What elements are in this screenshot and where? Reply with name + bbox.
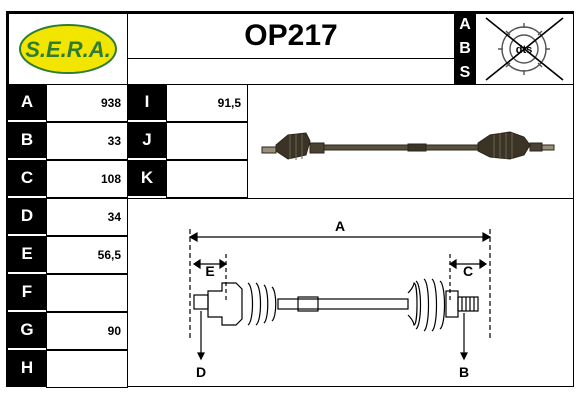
spec-label-f: F xyxy=(8,274,46,310)
spec-label-h: H xyxy=(8,350,46,386)
dim-label-c: C xyxy=(463,263,473,279)
spec-value-cell-c: 108 xyxy=(46,160,128,198)
spec-value-b: 33 xyxy=(107,134,121,148)
abs-letter-s: S xyxy=(454,61,476,85)
dimension-diagram: A E C D B xyxy=(188,218,492,380)
spec-value-cell-j xyxy=(166,122,248,160)
spec-value-d: 34 xyxy=(107,210,121,224)
spec-value-j xyxy=(167,123,247,159)
spec-label-k: K xyxy=(128,160,166,196)
spec-value-f xyxy=(47,275,127,311)
part-number-cell: OP217 xyxy=(127,13,455,59)
spec-label-a: A xyxy=(8,84,46,120)
spec-value-cell-f xyxy=(46,274,128,312)
dim-label-e: E xyxy=(205,263,214,279)
spec-value-g: 90 xyxy=(107,324,121,338)
spec-value-a: 938 xyxy=(100,96,121,110)
header-blank-cell xyxy=(127,58,455,85)
brand-logo-cell: S.E.R.A. xyxy=(8,13,128,85)
spec-label-c: C xyxy=(8,160,46,196)
spec-value-e: 56,5 xyxy=(97,248,121,262)
spec-label-b: B xyxy=(8,122,46,158)
brand-name: S.E.R.A. xyxy=(25,37,111,62)
spec-label-i: I xyxy=(128,84,166,120)
spec-value-i: 91,5 xyxy=(217,96,241,110)
spec-value-cell-b: 33 xyxy=(46,122,128,160)
spec-value-cell-a: 938 xyxy=(46,84,128,122)
spec-value-cell-i: 91,5 xyxy=(166,84,248,122)
drive-shaft-photo xyxy=(261,131,555,160)
spec-sheet: S.E.R.A. OP217 A B S dts A938B33C108D34E… xyxy=(6,11,574,388)
dim-label-a: A xyxy=(335,218,345,234)
abs-logo-cell: dts xyxy=(475,13,574,85)
dim-label-d: D xyxy=(196,364,206,380)
spec-value-cell-g: 90 xyxy=(46,312,128,350)
dim-label-b: B xyxy=(459,364,469,380)
gear-icon: dts xyxy=(485,17,564,81)
spec-value-cell-d: 34 xyxy=(46,198,128,236)
spec-value-cell-h xyxy=(46,350,128,388)
spec-label-e: E xyxy=(8,236,46,272)
part-number: OP217 xyxy=(244,19,338,52)
spec-value-cell-e: 56,5 xyxy=(46,236,128,274)
spec-label-j: J xyxy=(128,122,166,158)
spec-label-g: G xyxy=(8,312,46,348)
dimension-diagram-cell: A E C D B xyxy=(127,198,574,387)
spec-value-c: 108 xyxy=(100,172,121,186)
sera-logo: S.E.R.A. xyxy=(19,24,117,74)
spec-label-d: D xyxy=(8,198,46,234)
spec-value-k xyxy=(167,161,247,197)
abs-letter-a: A xyxy=(454,13,476,37)
product-photo-cell xyxy=(247,84,574,199)
abs-letter-b: B xyxy=(454,37,476,61)
spec-value-h xyxy=(47,351,127,387)
spec-value-cell-k xyxy=(166,160,248,198)
